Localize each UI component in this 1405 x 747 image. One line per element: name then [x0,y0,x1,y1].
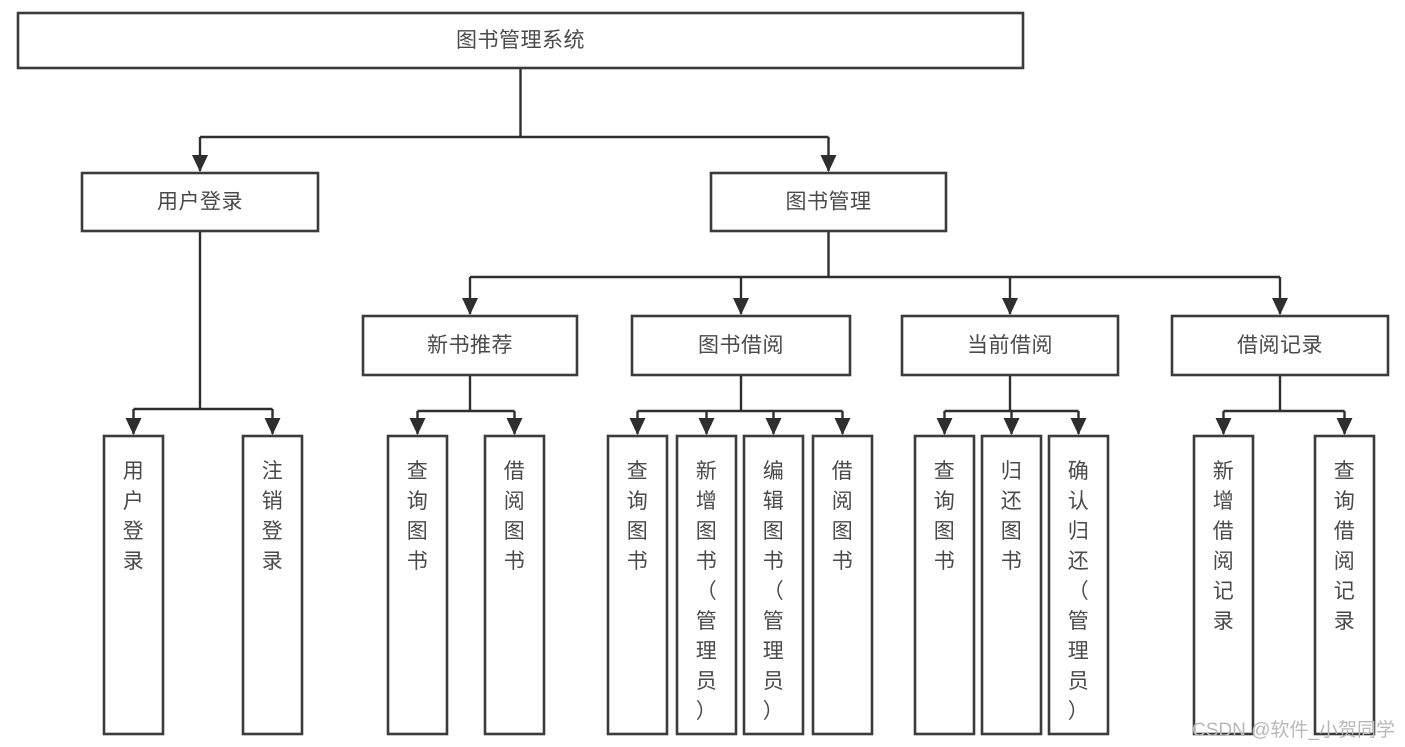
node-label-leaf-query-book-borrow: 查询图书 [627,460,649,573]
arrow-leaf-query-book-borrow [629,418,646,435]
arrow-book-management [820,155,837,172]
arrow-leaf-borrow-book [834,418,851,435]
node-label-leaf-borrow-book: 借阅图书 [832,460,854,573]
node-label-leaf-confirm-return-admin: 确认归还（管理员） [1068,460,1090,723]
node-book-borrow[interactable]: 图书借阅 [630,314,852,377]
node-box-leaf-logout [241,434,304,736]
arrow-new-book-recommend [462,298,478,315]
node-box-leaf-query-book-current [913,434,976,736]
arrow-leaf-confirm-return-admin [1070,418,1087,435]
node-box-leaf-query-book-borrow [606,434,669,736]
arrow-user-login [192,155,208,172]
node-label-book-borrow: 图书借阅 [698,334,784,357]
node-label-leaf-borrow-book-recommend: 借阅图书 [504,460,526,573]
node-box-leaf-borrow-book-recommend [483,434,546,736]
node-leaf-borrow-book-recommend[interactable]: 借阅图书 [483,434,546,736]
node-leaf-confirm-return-admin[interactable]: 确认归还（管理员） [1047,434,1110,736]
node-leaf-add-borrow-record[interactable]: 新增借阅记录 [1192,434,1255,736]
arrow-leaf-return-book [1003,418,1020,435]
csdn-watermark: CSDN @软件_小贺同学 [1192,719,1395,741]
node-box-borrow-record [1170,314,1390,377]
arrow-leaf-edit-book-admin [765,418,782,435]
node-box-current-borrow [900,314,1120,377]
node-borrow-record[interactable]: 借阅记录 [1170,314,1390,377]
node-box-leaf-add-book-admin [675,434,738,736]
node-leaf-query-book-borrow[interactable]: 查询图书 [606,434,669,736]
arrow-current-borrow [1002,298,1018,315]
node-label-leaf-edit-book-admin: 编辑图书（管理员） [763,460,785,723]
node-leaf-query-book-current[interactable]: 查询图书 [913,434,976,736]
node-label-leaf-query-book-current: 查询图书 [934,460,956,573]
node-label-book-management: 图书管理 [786,191,872,214]
node-box-leaf-query-book-recommend [386,434,449,736]
node-book-management[interactable]: 图书管理 [709,171,948,233]
node-box-book-borrow [630,314,852,377]
node-leaf-return-book[interactable]: 归还图书 [980,434,1043,736]
arrow-leaf-query-book-current [936,418,953,435]
node-label-leaf-add-book-admin: 新增图书（管理员） [696,460,718,723]
node-label-leaf-user-login: 用户登录 [123,460,145,573]
arrow-leaf-user-login [125,418,142,435]
node-label-root: 图书管理系统 [456,29,585,52]
node-new-book-recommend[interactable]: 新书推荐 [361,314,579,377]
node-leaf-user-login[interactable]: 用户登录 [102,434,165,736]
node-leaf-borrow-book[interactable]: 借阅图书 [811,434,874,736]
node-label-leaf-query-book-recommend: 查询图书 [407,460,429,573]
node-box-leaf-add-borrow-record [1192,434,1255,736]
node-box-leaf-user-login [102,434,165,736]
node-box-leaf-borrow-book [811,434,874,736]
arrow-leaf-query-borrow-record [1336,418,1353,435]
arrow-leaf-query-book-recommend [409,418,426,435]
node-root[interactable]: 图书管理系统 [16,11,1025,70]
node-user-login[interactable]: 用户登录 [80,171,320,233]
node-label-borrow-record: 借阅记录 [1237,334,1323,357]
node-box-leaf-confirm-return-admin [1047,434,1110,736]
nodes-layer: 图书管理系统用户登录图书管理新书推荐图书借阅当前借阅借阅记录用户登录注销登录查询… [16,11,1390,736]
node-leaf-query-borrow-record[interactable]: 查询借阅记录 [1313,434,1376,736]
node-box-leaf-return-book [980,434,1043,736]
node-leaf-logout[interactable]: 注销登录 [241,434,304,736]
node-box-leaf-edit-book-admin [742,434,805,736]
arrow-borrow-record [1272,298,1288,315]
node-label-user-login: 用户登录 [157,191,243,214]
node-label-leaf-return-book: 归还图书 [1001,460,1023,573]
node-label-current-borrow: 当前借阅 [967,334,1053,357]
node-leaf-edit-book-admin[interactable]: 编辑图书（管理员） [742,434,805,736]
arrow-leaf-logout [264,418,281,435]
arrow-leaf-borrow-book-recommend [506,418,523,435]
node-label-leaf-query-borrow-record: 查询借阅记录 [1334,460,1356,633]
arrow-book-borrow [733,298,749,315]
node-current-borrow[interactable]: 当前借阅 [900,314,1120,377]
node-label-new-book-recommend: 新书推荐 [427,334,513,357]
node-box-book-management [709,171,948,233]
connectors-layer [125,68,1353,435]
node-leaf-query-book-recommend[interactable]: 查询图书 [386,434,449,736]
node-box-new-book-recommend [361,314,579,377]
arrow-leaf-add-borrow-record [1215,418,1232,435]
arrow-leaf-add-book-admin [698,418,715,435]
node-box-user-login [80,171,320,233]
node-box-leaf-query-borrow-record [1313,434,1376,736]
node-box-root [16,11,1025,70]
node-label-leaf-logout: 注销登录 [262,460,284,573]
node-leaf-add-book-admin[interactable]: 新增图书（管理员） [675,434,738,736]
node-label-leaf-add-borrow-record: 新增借阅记录 [1213,460,1235,633]
